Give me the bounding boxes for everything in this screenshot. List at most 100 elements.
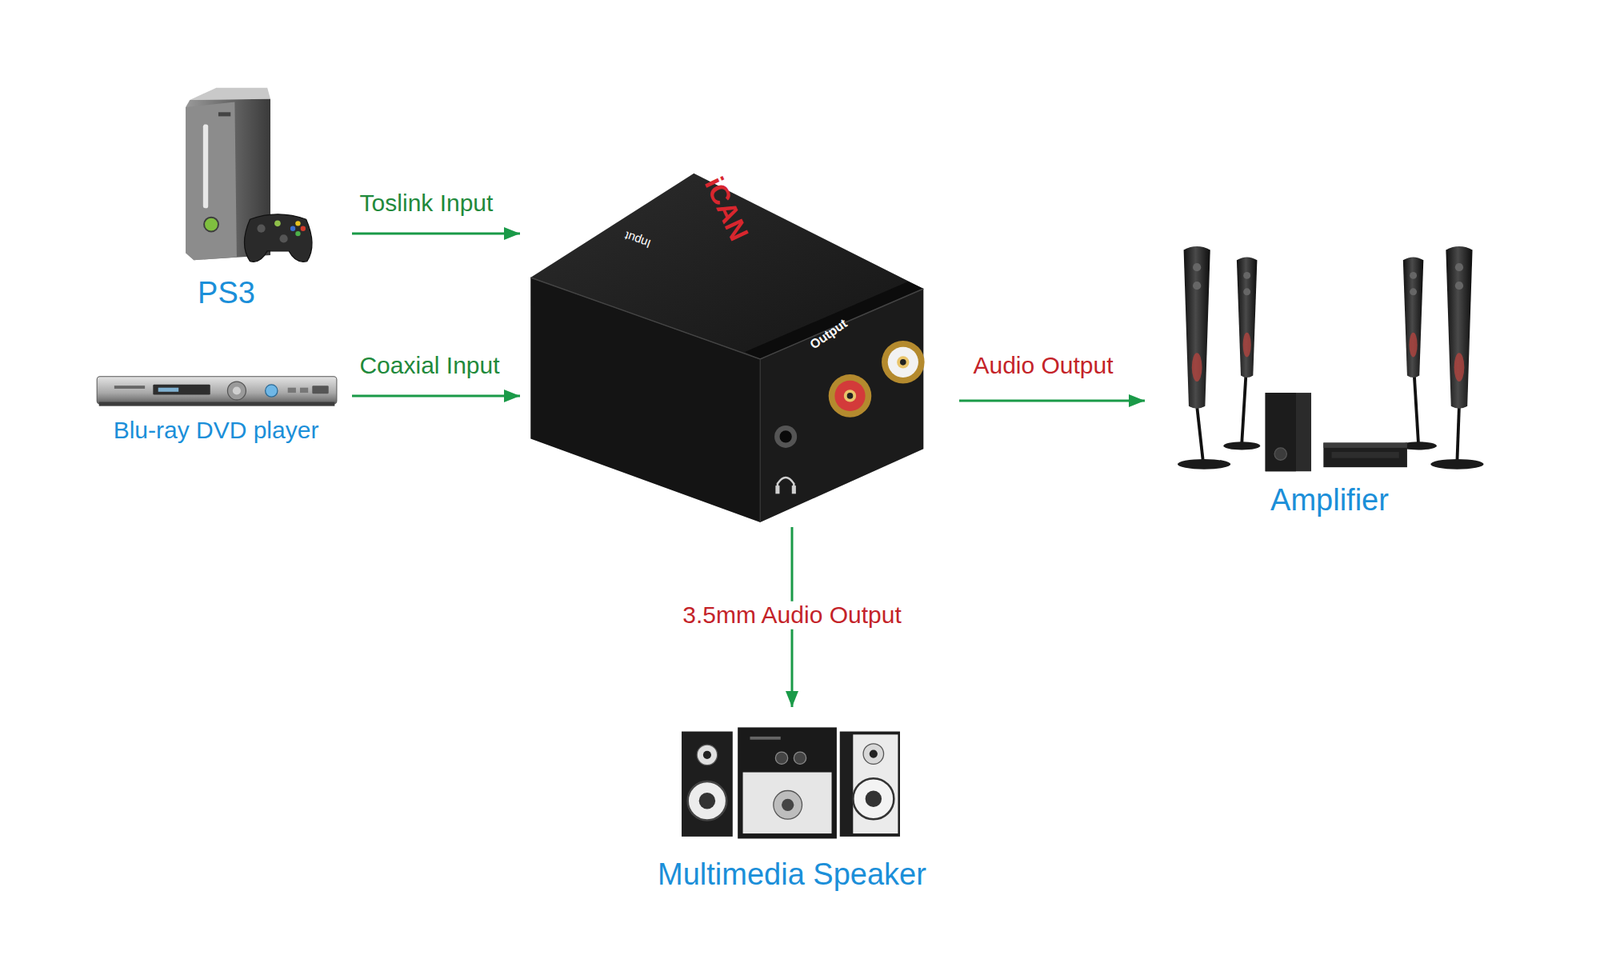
illustration-part <box>232 386 241 395</box>
illustration-part <box>834 380 865 412</box>
illustration-part <box>204 217 219 232</box>
illustration-part <box>279 234 288 243</box>
illustration-part <box>844 389 856 402</box>
illustration-part <box>256 224 265 233</box>
illustration-part <box>300 388 308 393</box>
illustration-part <box>1445 246 1472 409</box>
illustration-part <box>696 744 718 766</box>
illustration-part <box>737 727 837 839</box>
illustration-part <box>865 791 882 808</box>
illustration-part <box>1332 452 1400 459</box>
illustration-part <box>1243 272 1251 280</box>
illustration-part <box>1403 256 1424 378</box>
illustration-part <box>203 124 208 209</box>
brand-logo: iCAN <box>698 172 756 246</box>
illustration-part <box>781 799 794 812</box>
illustration-part <box>896 356 909 368</box>
illustration-part <box>847 392 854 400</box>
device-node: Amplifier <box>1144 240 1513 528</box>
illustration-part <box>900 359 907 366</box>
illustration-part <box>218 112 231 116</box>
connector-label: Toslink Input <box>355 189 499 218</box>
illustration-part <box>1455 263 1464 272</box>
illustration-part <box>1241 375 1246 443</box>
illustration-part <box>227 381 246 400</box>
connector-arrow <box>959 400 1145 403</box>
illustration-part <box>1192 263 1201 272</box>
illustration-part <box>1430 459 1484 470</box>
illustration-part <box>1192 352 1203 382</box>
illustration-part <box>530 277 760 523</box>
illustration-part <box>1192 281 1201 290</box>
illustration-part <box>295 231 300 236</box>
illustration-part <box>1243 288 1251 296</box>
connector-label: Audio Output <box>968 352 1118 380</box>
illustration-part <box>828 374 872 418</box>
port-label: Input <box>622 228 652 252</box>
home-theater-illustration <box>1177 246 1484 472</box>
illustration-part <box>1409 272 1417 280</box>
illustration-part <box>96 376 337 404</box>
illustration-part <box>1265 392 1296 472</box>
dvd-player-illustration <box>96 376 337 407</box>
illustration-part <box>152 384 210 396</box>
illustration-part <box>779 430 792 443</box>
illustration-part <box>265 384 278 397</box>
illustration-part <box>1184 246 1211 409</box>
illustration-part <box>312 385 328 394</box>
illustration-part <box>290 226 296 232</box>
illustration-part <box>774 425 797 448</box>
illustration-part <box>775 485 780 494</box>
illustration-part <box>1323 443 1408 448</box>
illustration-part <box>840 732 900 837</box>
illustration-part <box>688 781 727 820</box>
device-label: PS3 <box>197 276 256 312</box>
illustration-part <box>852 778 894 820</box>
illustration-part <box>114 385 145 389</box>
illustration-part <box>1455 281 1464 290</box>
illustration-part <box>760 288 924 523</box>
illustration-part <box>1409 288 1417 296</box>
multimedia-speaker-illustration <box>681 727 900 839</box>
illustration-part <box>1274 448 1287 460</box>
illustration-part <box>99 402 336 407</box>
port-label: Output <box>807 316 850 352</box>
illustration-part <box>1414 375 1419 443</box>
illustration-part <box>699 792 716 809</box>
illustration-part <box>777 477 794 492</box>
illustration-part <box>1456 406 1460 462</box>
illustration-part <box>244 214 312 262</box>
illustration-part <box>869 749 878 758</box>
connector-label: Coaxial Input <box>354 352 504 380</box>
illustration-part <box>703 751 712 760</box>
illustration-part <box>295 220 300 226</box>
illustration-part <box>1323 443 1408 468</box>
illustration-part <box>792 485 796 494</box>
illustration-part <box>1265 392 1312 472</box>
illustration-part <box>1454 352 1465 382</box>
illustration-part <box>881 340 925 384</box>
illustration-part <box>743 772 832 835</box>
illustration-part <box>158 388 180 392</box>
game-console-illustration <box>185 88 312 263</box>
illustration-part <box>274 220 281 228</box>
converter-node: iCAN InputOutput <box>520 168 960 528</box>
illustration-part <box>852 734 898 834</box>
device-node: PS3 <box>164 76 352 316</box>
illustration-part <box>189 88 271 100</box>
connector-arrow <box>352 232 520 236</box>
illustration-part <box>775 752 788 764</box>
device-label: Amplifier <box>1270 483 1389 519</box>
illustration-part <box>681 732 733 837</box>
device-node: Multimedia Speaker <box>616 707 968 900</box>
illustration-part <box>760 359 761 523</box>
illustration-part <box>1236 256 1258 378</box>
device-node: Blu-ray DVD player <box>88 364 352 452</box>
illustration-part <box>530 277 924 360</box>
device-label: Multimedia Speaker <box>657 857 927 893</box>
illustration-part <box>288 388 296 393</box>
illustration-part <box>185 102 237 261</box>
illustration-part <box>1408 332 1417 358</box>
illustration-part <box>1223 441 1260 450</box>
